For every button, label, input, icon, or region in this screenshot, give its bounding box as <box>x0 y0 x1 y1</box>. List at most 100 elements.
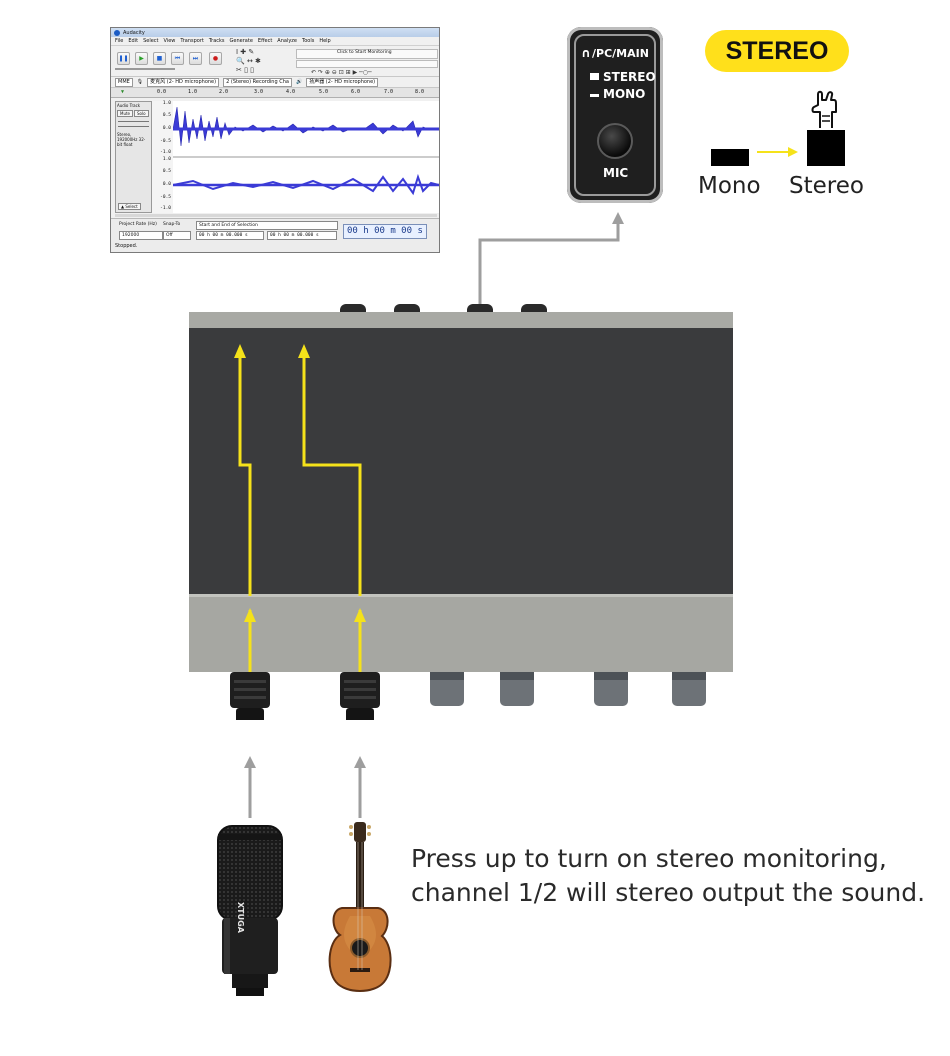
mute-button[interactable]: Mute <box>117 110 134 117</box>
skip-end-button[interactable]: ⏭ <box>189 52 202 65</box>
caption-line-2: channel 1/2 will stereo output the sound… <box>411 878 926 907</box>
pan-slider[interactable] <box>118 126 149 127</box>
audio-interface-device <box>189 304 733 720</box>
ruler-tick: 1.0 <box>188 89 198 95</box>
audacity-titlebar: Audacity <box>111 28 439 37</box>
status-bar: Stopped. <box>115 243 138 249</box>
hand-pointing-icon <box>811 90 837 128</box>
snap-select[interactable]: Off <box>163 231 191 240</box>
skip-start-button[interactable]: ⏮ <box>171 52 184 65</box>
speaker-icon: 🔊 <box>295 79 303 85</box>
audacity-toolbar: ❚❚ ▶ ■ ⏮ ⏭ ● I ✚ ✎🔍 ↔ ✱✂ ▯ ▯ Click to St… <box>111 46 439 77</box>
condenser-microphone <box>217 825 283 996</box>
host-select[interactable]: MME <box>115 77 133 87</box>
signal-arrowhead <box>244 608 256 622</box>
device-body <box>189 328 733 596</box>
menu-edit[interactable]: Edit <box>128 38 139 44</box>
mono-position-label: MONO <box>603 87 646 101</box>
amplitude-scale: 1.0 0.5 0.0 -0.5 -1.0 1.0 0.5 0.0 -0.5 -… <box>152 101 173 213</box>
selection-mode-select[interactable]: Start and End of Selection <box>196 221 338 230</box>
ruler-tick: 0.0 <box>157 89 167 95</box>
scale-label: 0.0 <box>162 182 171 187</box>
scale-label: 0.5 <box>162 113 171 118</box>
menu-transport[interactable]: Transport <box>180 38 204 44</box>
pause-button[interactable]: ❚❚ <box>117 52 130 65</box>
mono-legend-label: Mono <box>698 173 761 199</box>
scale-label: 1.0 <box>162 157 171 162</box>
front-knob <box>430 672 464 706</box>
record-button[interactable]: ● <box>209 52 222 65</box>
track-info: Stereo, 192000Hz 32-bit float <box>117 132 146 147</box>
snap-label: Snap-To <box>163 222 181 227</box>
stereo-position-label: STEREO <box>603 70 656 84</box>
mic-brand: XTUGA <box>236 902 245 933</box>
audacity-window: Audacity File Edit Select View Transport… <box>110 27 440 253</box>
track-select-button[interactable]: ▲ Select <box>118 203 141 210</box>
playback-meter[interactable] <box>296 60 438 68</box>
zoom-tools[interactable]: ↶ ↷ ⊕ ⊖ ⊡ ⊞ ▶ ─○─ <box>311 69 372 76</box>
record-meter[interactable]: Click to Start Monitoring <box>296 49 438 59</box>
track-control-panel[interactable]: Audio Track Mute Solo Stereo, 192000Hz 3… <box>115 101 152 213</box>
scale-label: -1.0 <box>160 150 171 155</box>
selection-end-field[interactable]: 00 h 00 m 00.000 s <box>267 231 337 240</box>
horizontal-scrollbar[interactable] <box>115 214 437 217</box>
ruler-tick: 2.0 <box>219 89 229 95</box>
headphone-icon: ∩ <box>581 46 591 60</box>
scale-label: 0.0 <box>162 126 171 131</box>
ruler-tick: 4.0 <box>286 89 296 95</box>
track-name[interactable]: Audio Track <box>117 103 141 108</box>
scale-label: -0.5 <box>160 195 171 200</box>
cable-arrowhead <box>612 212 624 224</box>
edit-tools[interactable]: I ✚ ✎🔍 ↔ ✱✂ ▯ ▯ <box>236 48 261 74</box>
cable-line <box>478 222 620 312</box>
project-rate-select[interactable]: 192000 <box>119 231 163 240</box>
selection-toolbar: Project Rate (Hz) Snap-To 192000 Off Sta… <box>111 218 439 252</box>
xlr-connector-2 <box>340 672 380 720</box>
menu-select[interactable]: Select <box>143 38 159 44</box>
panel-border <box>574 34 656 196</box>
device-toolbar: MME 🎙 麦克风 (2- HD microphone) 2 (Stereo) … <box>111 77 439 88</box>
ruler-tick: 8.0 <box>415 89 425 95</box>
waveform-graphic <box>172 101 439 213</box>
front-knob <box>500 672 534 706</box>
signal-arrowhead <box>354 608 366 622</box>
stereo-switch-icon <box>807 130 845 166</box>
audacity-logo-icon <box>114 29 120 36</box>
output-device-select[interactable]: 扬声器 (2- HD microphone) <box>306 77 379 87</box>
scale-label: 1.0 <box>162 101 171 106</box>
waveform-area[interactable] <box>172 101 439 213</box>
audacity-title: Audacity <box>123 29 145 36</box>
device-front-panel <box>189 594 733 672</box>
play-button[interactable]: ▶ <box>135 52 148 65</box>
channels-select[interactable]: 2 (Stereo) Recording Cha <box>223 77 292 87</box>
menu-help[interactable]: Help <box>319 38 331 44</box>
menu-generate[interactable]: Generate <box>229 38 253 44</box>
monitor-hint: Click to Start Monitoring <box>337 50 392 55</box>
caption-line-1: Press up to turn on stereo monitoring, <box>411 844 887 873</box>
record-volume-slider[interactable] <box>115 68 175 70</box>
stop-button[interactable]: ■ <box>153 52 166 65</box>
gain-slider[interactable] <box>118 121 149 122</box>
menu-file[interactable]: File <box>115 38 124 44</box>
menu-tracks[interactable]: Tracks <box>208 38 225 44</box>
solo-button[interactable]: Solo <box>134 110 149 117</box>
timeline-ruler[interactable]: ▼ 0.0 1.0 2.0 3.0 4.0 5.0 6.0 7.0 8.0 <box>111 88 439 98</box>
menu-analyze[interactable]: Analyze <box>277 38 297 44</box>
caption: Press up to turn on stereo monitoring, c… <box>411 842 931 910</box>
selection-start-field[interactable]: 00 h 00 m 00.000 s <box>196 231 264 240</box>
switch-down-icon <box>590 94 599 97</box>
menu-view[interactable]: View <box>163 38 176 44</box>
device-top-rim <box>189 312 733 330</box>
menu-effect[interactable]: Effect <box>257 38 273 44</box>
stereo-legend-label: Stereo <box>789 173 864 199</box>
scale-label: -0.5 <box>160 139 171 144</box>
monitor-switch-panel: ∩ /PC/MAIN STEREO MONO MIC <box>567 27 663 203</box>
mic-knob[interactable] <box>597 123 633 159</box>
ruler-tick: 3.0 <box>254 89 264 95</box>
front-knob <box>594 672 628 706</box>
menu-tools[interactable]: Tools <box>302 38 315 44</box>
stereo-badge: STEREO <box>705 30 849 72</box>
input-device-select[interactable]: 麦克风 (2- HD microphone) <box>147 77 220 87</box>
play-head-icon: ▼ <box>121 89 125 95</box>
